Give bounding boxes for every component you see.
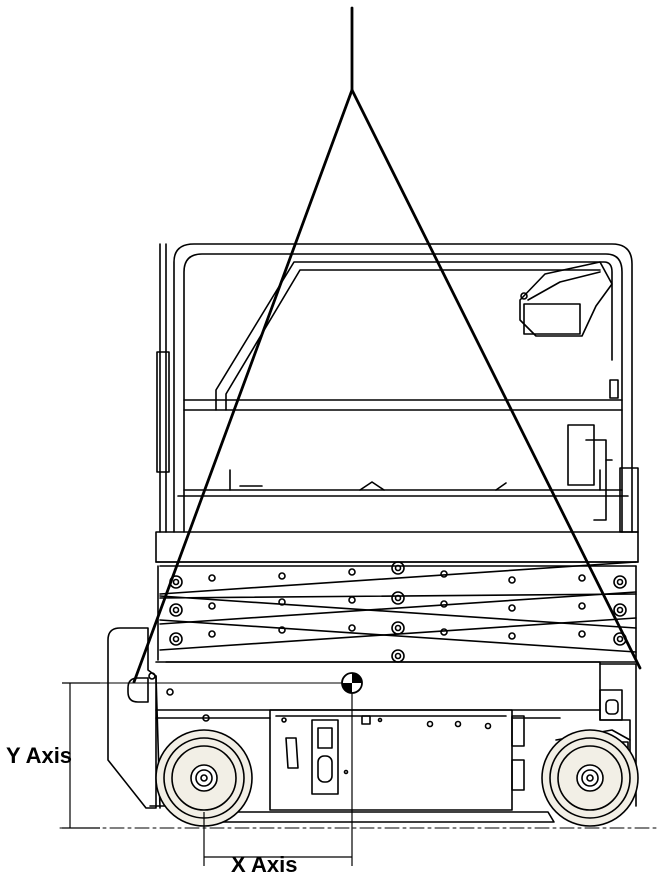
scissor-holes <box>208 568 586 640</box>
center-of-gravity-icon <box>341 672 363 694</box>
front-wheel <box>155 729 253 827</box>
lifting-eye <box>127 677 149 703</box>
center-tray <box>269 709 525 811</box>
platform-control-box <box>519 261 613 337</box>
y-axis-label: Y Axis <box>6 743 73 768</box>
platform-fittings <box>229 379 619 521</box>
sling-right <box>350 88 642 670</box>
sling-left <box>132 88 354 684</box>
rear-wheel <box>541 729 639 827</box>
scissor-stack <box>157 561 637 663</box>
guard-rail <box>156 243 639 533</box>
dimension-lines <box>62 682 354 866</box>
scissor-pins <box>169 561 627 663</box>
lifting-slings <box>132 6 642 684</box>
x-axis-label: X Axis <box>231 852 298 877</box>
